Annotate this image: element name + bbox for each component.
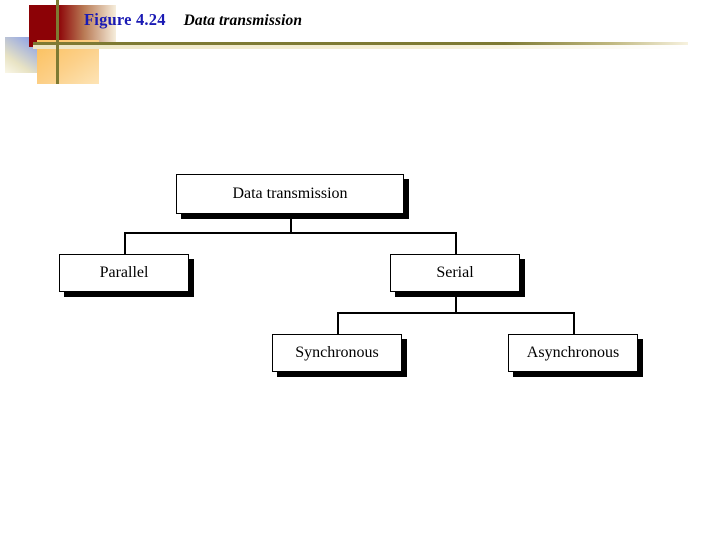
node-label-root: Data transmission <box>232 185 348 202</box>
edge-drop-asynchronous <box>573 312 575 336</box>
edge-stem-root <box>290 214 292 234</box>
edge-bus-root <box>124 232 457 234</box>
node-label-parallel: Parallel <box>99 264 149 281</box>
page-title: Figure 4.24 Data transmission <box>84 10 302 30</box>
node-asynchronous[interactable]: Asynchronous <box>508 334 638 372</box>
node-root[interactable]: Data transmission <box>176 174 404 214</box>
edge-stem-serial <box>455 292 457 314</box>
header-rule <box>33 42 688 45</box>
edge-bus-serial <box>337 312 575 314</box>
node-label-serial: Serial <box>436 264 474 281</box>
figure-title-label: Data transmission <box>183 12 303 29</box>
ornament-vertical-rule <box>56 0 59 84</box>
node-label-asynchronous: Asynchronous <box>526 344 620 361</box>
header-rule-highlight <box>33 45 688 49</box>
node-parallel[interactable]: Parallel <box>59 254 189 292</box>
edge-drop-serial <box>455 232 457 256</box>
node-serial[interactable]: Serial <box>390 254 520 292</box>
edge-drop-parallel <box>124 232 126 256</box>
figure-number-label: Figure 4.24 <box>84 10 166 29</box>
edge-drop-synchronous <box>337 312 339 336</box>
node-label-synchronous: Synchronous <box>295 344 379 361</box>
node-synchronous[interactable]: Synchronous <box>272 334 402 372</box>
